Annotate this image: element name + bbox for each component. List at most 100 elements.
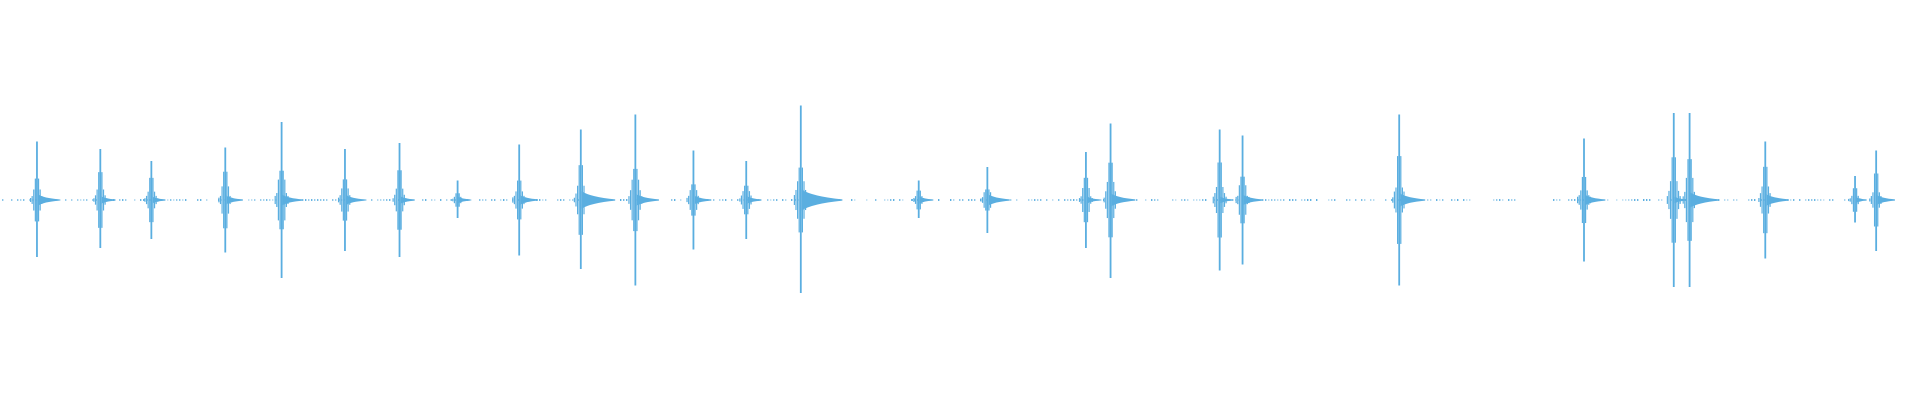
- baseline-noise-sample: [1331, 199, 1333, 201]
- transient-peak: [344, 149, 346, 251]
- baseline-noise-sample: [1283, 199, 1285, 201]
- baseline-noise-sample: [1175, 199, 1177, 201]
- baseline-noise-sample: [776, 199, 778, 201]
- baseline-noise-sample: [1829, 199, 1831, 201]
- baseline-noise-sample: [626, 199, 628, 201]
- transient-ring: [1761, 186, 1763, 214]
- transient-decay-tail: [1220, 196, 1233, 204]
- baseline-noise-sample: [335, 199, 337, 201]
- transient-ring: [339, 195, 341, 205]
- transient-ring: [985, 189, 987, 211]
- transient-peak: [1241, 135, 1244, 265]
- baseline-noise-sample: [1373, 199, 1375, 201]
- baseline-noise-sample: [1196, 199, 1198, 201]
- baseline-noise-sample: [1427, 199, 1429, 201]
- transient-peak: [36, 141, 38, 257]
- baseline-noise-sample: [1622, 199, 1624, 201]
- waveform-transient: [1682, 113, 1720, 287]
- transient-ring: [1763, 166, 1765, 234]
- baseline-noise-sample: [1442, 199, 1444, 201]
- transient-ring: [1870, 196, 1872, 204]
- transient-ring: [395, 188, 397, 212]
- baseline-noise-sample: [185, 199, 187, 201]
- baseline-noise-sample: [269, 199, 271, 201]
- baseline-noise-sample: [1316, 199, 1318, 201]
- transient-peak: [1398, 114, 1401, 286]
- baseline-noise-sample: [1301, 199, 1303, 201]
- baseline-noise-sample: [671, 199, 673, 201]
- transient-ring: [686, 197, 688, 203]
- transient-ring: [629, 190, 632, 210]
- baseline-noise-sample: [1052, 199, 1054, 201]
- baseline-noise-sample: [1205, 199, 1207, 201]
- transient-ring: [1848, 198, 1850, 202]
- transient-ring: [740, 195, 743, 205]
- transient-decay-tail: [101, 196, 116, 204]
- transient-peak: [1764, 141, 1767, 259]
- transient-decay-tail: [345, 195, 365, 205]
- waveform-transient: [274, 122, 303, 278]
- baseline-noise-sample: [182, 199, 184, 201]
- baseline-noise-sample: [623, 199, 625, 201]
- baseline-noise-sample: [1238, 199, 1240, 201]
- baseline-noise-sample: [248, 199, 250, 201]
- transient-ring: [31, 196, 33, 204]
- transient-ring: [691, 184, 693, 216]
- baseline-noise-sample: [1637, 199, 1639, 201]
- transient-decay-tail: [1086, 196, 1100, 204]
- transient-peak: [398, 143, 401, 257]
- baseline-noise-sample: [1625, 199, 1627, 201]
- baseline-noise-sample: [1748, 199, 1750, 201]
- baseline-noise-sample: [1724, 199, 1726, 201]
- baseline-noise-sample: [503, 199, 505, 201]
- transient-ring: [744, 185, 746, 215]
- baseline-noise-sample: [17, 199, 19, 201]
- baseline-noise-sample: [119, 199, 121, 201]
- baseline-noise-sample: [440, 199, 442, 201]
- baseline-noise-sample: [1466, 199, 1468, 201]
- baseline-noise-sample: [1808, 199, 1810, 201]
- baseline-noise-sample: [263, 199, 265, 201]
- transient-decay-tail: [1674, 196, 1687, 204]
- baseline-noise-sample: [1820, 199, 1822, 201]
- transient-ring: [221, 186, 223, 214]
- baseline-noise-sample: [83, 199, 85, 201]
- baseline-noise-sample: [1076, 199, 1078, 201]
- baseline-noise-sample: [971, 199, 973, 201]
- transient-ring: [1581, 176, 1583, 224]
- waveform-transient: [911, 180, 933, 218]
- baseline-noise-sample: [1145, 199, 1147, 201]
- transient-ring: [98, 172, 100, 228]
- baseline-noise-sample: [1451, 199, 1453, 201]
- waveform-transient: [1103, 123, 1136, 278]
- baseline-noise-sample: [1040, 199, 1042, 201]
- baseline-noise-sample: [719, 199, 721, 201]
- transient-ring: [1214, 193, 1216, 207]
- transient-ring: [575, 193, 577, 207]
- baseline-noise-sample: [482, 199, 484, 201]
- waveform-transient: [1758, 141, 1789, 259]
- transient-ring: [96, 189, 98, 211]
- baseline-noise-sample: [1493, 199, 1495, 201]
- baseline-noise-sample: [59, 199, 61, 201]
- transient-ring: [1106, 181, 1108, 219]
- transient-ring: [1082, 188, 1084, 212]
- baseline-noise-sample: [326, 199, 328, 201]
- waveform-transient: [392, 143, 415, 257]
- transient-ring: [981, 197, 984, 203]
- baseline-noise-sample: [902, 199, 904, 201]
- transient-ring: [797, 181, 799, 219]
- baseline-noise-sample: [1790, 199, 1792, 201]
- transient-ring: [279, 170, 281, 230]
- baseline-noise-sample: [1073, 199, 1075, 201]
- transient-decay-tail: [37, 194, 60, 206]
- baseline-noise-sample: [200, 199, 202, 201]
- transient-peak: [1583, 138, 1585, 262]
- transient-decay-tail: [747, 196, 762, 204]
- baseline-noise-sample: [1046, 199, 1048, 201]
- transient-ring: [1238, 185, 1240, 215]
- transient-ring: [1577, 196, 1579, 204]
- baseline-noise-sample: [134, 199, 136, 201]
- baseline-noise-sample: [272, 199, 274, 201]
- baseline-noise-sample: [1496, 199, 1498, 201]
